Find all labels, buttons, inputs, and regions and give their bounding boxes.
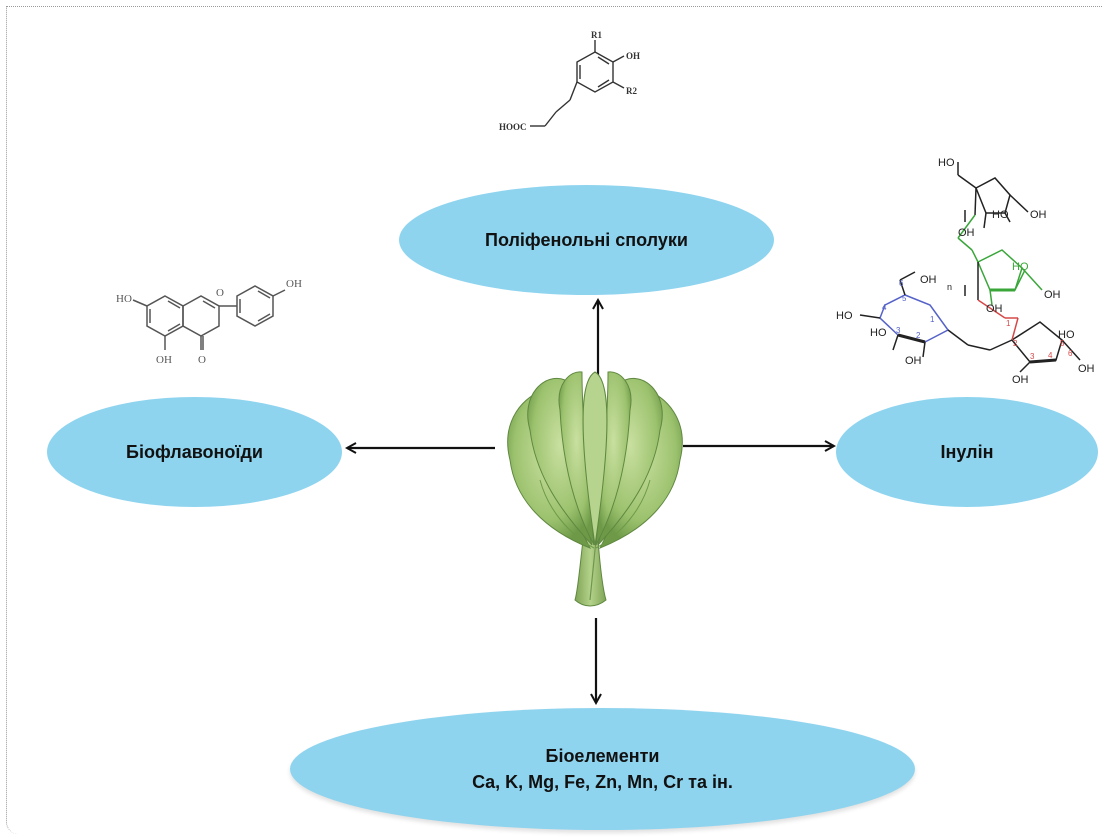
inulin-label-oh-7: OH <box>1078 363 1095 375</box>
node-bioflavonoids-label: Біофлавоноїди <box>126 441 263 462</box>
node-polyphenols: Поліфенольні сполуки <box>399 185 774 295</box>
node-bioelements-detail: Ca, K, Mg, Fe, Zn, Mn, Cr та ін. <box>472 772 733 792</box>
inulin-label-ho-4: HO <box>836 310 853 322</box>
node-inulin-label: Інулін <box>940 441 994 462</box>
ring-number-g4: 4 <box>882 303 887 312</box>
inulin-label-ho-5: HO <box>870 327 887 339</box>
node-polyphenols-label: Поліфенольні сполуки <box>485 229 688 250</box>
ring-number-g2: 2 <box>916 331 921 340</box>
inulin-label-oh-2: OH <box>958 227 975 239</box>
node-bioelements-label: Біоелементи <box>545 745 660 766</box>
inulin-labels: HO OH HO OH HO OH n OH OH HO HO OH HO OH… <box>836 157 1095 386</box>
ring-number-g5: 5 <box>902 294 907 303</box>
flavonoid-structure <box>132 285 286 350</box>
arrows <box>347 300 834 703</box>
inulin-label-ho-3: HO <box>1012 261 1029 273</box>
inulin-label-ho-1: HO <box>938 157 955 169</box>
ring-number-f4: 4 <box>1048 351 1053 360</box>
label-o-ring: O <box>216 287 224 299</box>
inulin-label-ho-6: HO <box>1058 329 1075 341</box>
label-oh-1: OH <box>286 278 302 290</box>
node-bioflavonoids: Біофлавоноїди <box>47 397 342 507</box>
inulin-label-oh-8: OH <box>1012 374 1029 386</box>
ring-number-f1: 1 <box>1006 319 1011 328</box>
artichoke-image <box>507 371 683 607</box>
ring-number-g3: 3 <box>896 326 901 335</box>
node-inulin: Інулін <box>836 397 1098 507</box>
figure-frame <box>6 6 1102 834</box>
inulin-label-n: n <box>947 282 952 292</box>
inulin-label-oh-4: OH <box>986 303 1003 315</box>
inulin-label-oh-6: OH <box>905 355 922 367</box>
inulin-ring-numbers: 1 2 3 4 5 6 1 2 3 4 5 6 <box>882 279 1073 361</box>
node-bioelements: Біоелементи Ca, K, Mg, Fe, Zn, Mn, Cr та… <box>290 708 915 830</box>
inulin-label-oh-3: OH <box>1044 289 1061 301</box>
ring-number-f2: 2 <box>1013 339 1018 348</box>
ring-number-g1: 1 <box>930 315 935 324</box>
ring-number-g6: 6 <box>899 279 904 288</box>
ring-number-f5: 5 <box>1060 339 1065 348</box>
label-r1: R1 <box>591 30 602 40</box>
label-ho: HO <box>116 293 132 305</box>
inulin-label-oh-5: OH <box>920 274 937 286</box>
label-o: O <box>198 354 206 366</box>
polyphenol-structure <box>530 40 625 127</box>
label-oh-2: OH <box>156 354 172 366</box>
polyphenol-labels: R1 OH R2 HOOC <box>499 30 640 132</box>
label-hooc: HOOC <box>499 122 527 132</box>
ring-number-f3: 3 <box>1030 352 1035 361</box>
inulin-label-oh-1: OH <box>1030 209 1047 221</box>
inulin-label-ho-2: HO <box>992 209 1009 221</box>
ring-number-f6: 6 <box>1068 349 1073 358</box>
label-oh: OH <box>626 51 640 61</box>
flavonoid-labels: HO OH OH O O <box>116 278 302 366</box>
label-r2: R2 <box>626 86 637 96</box>
inulin-structure <box>859 162 1081 373</box>
